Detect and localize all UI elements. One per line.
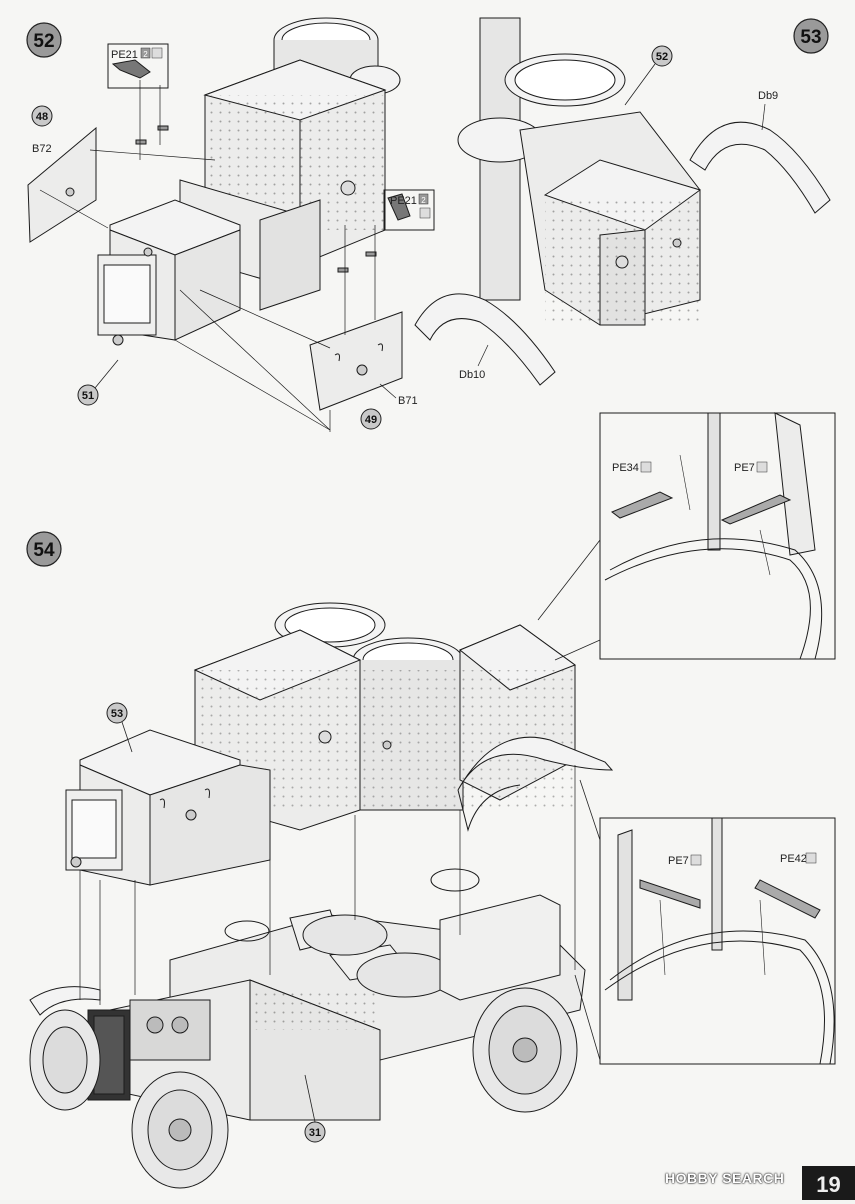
- page-number: 19: [802, 1166, 855, 1200]
- leader-b71: [379, 383, 397, 399]
- label-b71: B71: [398, 395, 418, 407]
- svg-text:PE21: PE21: [390, 195, 417, 207]
- svg-text:51: 51: [82, 390, 94, 402]
- step-52-guide-lines: [39, 80, 376, 432]
- svg-text:53: 53: [111, 708, 123, 720]
- step-54-guide-lines: [79, 765, 576, 1005]
- step-54-badge: 54: [26, 531, 62, 567]
- svg-text:2: 2: [143, 50, 148, 59]
- callout-51: 51: [77, 384, 99, 406]
- photo-etch-icon: [640, 461, 652, 473]
- svg-text:2: 2: [421, 196, 426, 205]
- leader-51: [94, 359, 119, 389]
- photo-etch-icon: [756, 461, 768, 473]
- detail-inset-lower: PE7 PE42: [574, 779, 836, 1065]
- step-52-drawing: [27, 17, 435, 411]
- step-52-badge: 52: [26, 22, 62, 58]
- svg-text:PE21: PE21: [111, 49, 138, 61]
- detail-inset-upper: PE34 PE7: [537, 412, 836, 661]
- label-db9: Db9: [758, 90, 778, 102]
- pe21-label-a: PE21 2: [111, 47, 163, 61]
- label-db10: Db10: [459, 369, 485, 381]
- leader-db9: [761, 103, 766, 131]
- step-53-badge: 53: [793, 18, 829, 54]
- callout-31: 31: [304, 1121, 326, 1143]
- svg-text:31: 31: [309, 1127, 321, 1139]
- armored-body-drawing: [65, 602, 614, 886]
- callout-48: 48: [31, 105, 53, 127]
- leader-52: [624, 63, 656, 106]
- photo-etch-icon: [151, 47, 163, 59]
- photo-etch-icon: [419, 207, 431, 219]
- svg-text:49: 49: [365, 414, 377, 426]
- photo-etch-icon: [805, 852, 817, 864]
- step-53-drawing: [414, 17, 831, 386]
- label-pe42: PE42: [780, 853, 807, 865]
- label-pe34: PE34: [612, 462, 639, 474]
- label-pe7-upper: PE7: [734, 462, 755, 474]
- label-b72: B72: [32, 143, 52, 155]
- step-54-number: 54: [33, 540, 55, 561]
- leader-53: [121, 721, 133, 753]
- leader-db10: [477, 344, 489, 367]
- watermark: HOBBY SEARCH: [665, 1170, 785, 1186]
- svg-text:52: 52: [656, 51, 668, 63]
- leader-31: [304, 1074, 316, 1123]
- pe21-label-b: PE21 2: [390, 193, 431, 219]
- label-pe7-lower: PE7: [668, 855, 689, 867]
- callout-53: 53: [106, 702, 128, 724]
- photo-etch-icon: [690, 854, 702, 866]
- step-53-number: 53: [800, 27, 821, 48]
- callout-52: 52: [651, 45, 673, 67]
- callout-49: 49: [360, 408, 382, 430]
- svg-text:48: 48: [36, 111, 48, 123]
- chassis-drawing: [29, 868, 586, 1189]
- step-52-number: 52: [33, 31, 54, 52]
